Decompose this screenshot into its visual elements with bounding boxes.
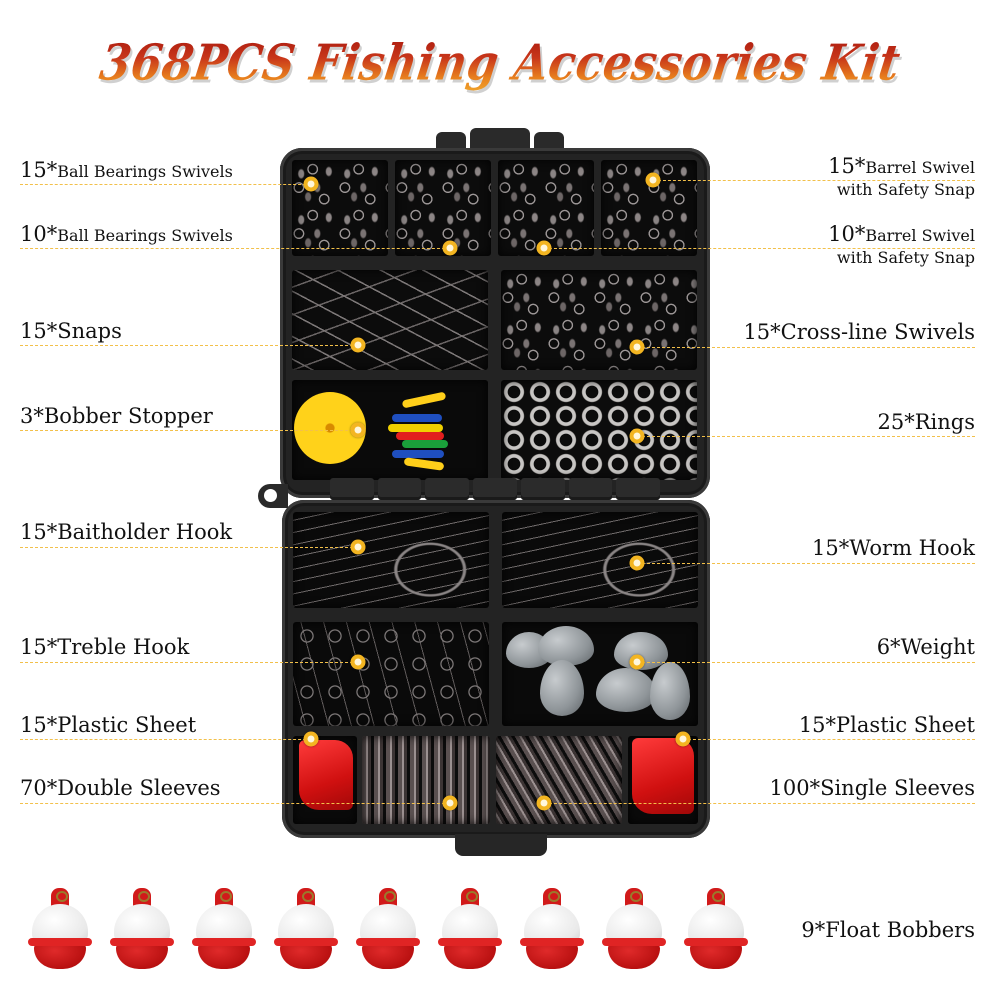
- label-treble-hook: 15*Treble Hook: [20, 635, 190, 659]
- compartment-baitholder-hooks: [293, 512, 489, 608]
- label-rings: 25*Rings: [877, 410, 975, 434]
- compartment-rings: [501, 380, 697, 480]
- compartment-barrel-swivel-snap-10: [498, 160, 594, 256]
- label-barrel-swivel-snap-10: 10*Barrel Swivel with Safety Snap: [828, 222, 975, 267]
- leader-line: [20, 803, 450, 804]
- marker-dot: [350, 654, 366, 670]
- compartment-treble-hooks: [293, 622, 489, 726]
- hanging-loop: [258, 484, 288, 508]
- leader-line: [653, 180, 975, 181]
- label-float-bobbers: 9*Float Bobbers: [801, 918, 975, 942]
- marker-dot: [629, 339, 645, 355]
- float-bobber: [678, 888, 754, 969]
- leader-line: [20, 430, 358, 431]
- compartment-cross-line-swivels: [501, 270, 697, 370]
- compartment-weights: [502, 622, 698, 726]
- label-ball-bearing-swivels-10: 10*Ball Bearings Swivels: [20, 222, 233, 246]
- leader-line: [637, 662, 975, 663]
- label-plastic-sheet-left: 15*Plastic Sheet: [20, 713, 197, 737]
- marker-dot: [442, 240, 458, 256]
- label-baitholder-hook: 15*Baitholder Hook: [20, 520, 233, 544]
- marker-dot: [350, 539, 366, 555]
- marker-dot: [536, 240, 552, 256]
- label-cross-line-swivels: 15*Cross-line Swivels: [743, 320, 975, 344]
- marker-dot: [442, 795, 458, 811]
- label-plastic-sheet-right: 15*Plastic Sheet: [798, 713, 975, 737]
- leader-line: [20, 345, 358, 346]
- leader-line: [20, 739, 311, 740]
- float-bobber: [514, 888, 590, 969]
- leader-line: [20, 184, 311, 185]
- label-snaps: 15*Snaps: [20, 319, 122, 343]
- leader-line: [683, 739, 975, 740]
- label-barrel-swivel-snap-15: 15*Barrel Swivel with Safety Snap: [828, 154, 975, 199]
- float-bobber: [22, 888, 98, 969]
- compartment-ball-bearing-swivels-10: [395, 160, 491, 256]
- compartment-single-sleeves: [496, 736, 622, 824]
- compartment-double-sleeves: [362, 736, 490, 824]
- marker-dot: [645, 172, 661, 188]
- marker-dot: [350, 337, 366, 353]
- leader-line: [20, 547, 358, 548]
- leader-line: [20, 248, 450, 249]
- compartment-ball-bearing-swivels-15: [292, 160, 388, 256]
- leader-line: [20, 662, 358, 663]
- marker-dot: [350, 422, 366, 438]
- label-double-sleeves: 70*Double Sleeves: [20, 776, 221, 800]
- leader-line: [637, 347, 975, 348]
- marker-dot: [675, 731, 691, 747]
- label-weight: 6*Weight: [876, 635, 975, 659]
- latch: [455, 834, 547, 856]
- marker-dot: [303, 731, 319, 747]
- marker-dot: [629, 428, 645, 444]
- leader-line: [544, 803, 975, 804]
- float-bobber: [104, 888, 180, 969]
- float-bobber: [596, 888, 672, 969]
- label-single-sleeves: 100*Single Sleeves: [769, 776, 975, 800]
- hinge: [330, 478, 661, 500]
- label-worm-hook: 15*Worm Hook: [812, 536, 975, 560]
- compartment-plastic-sheet-right: [628, 736, 698, 824]
- compartment-worm-hooks: [502, 512, 698, 608]
- float-bobber: [350, 888, 426, 969]
- float-bobber: [432, 888, 508, 969]
- page-title: 368PCS Fishing Accessories Kit: [0, 35, 1000, 92]
- marker-dot: [629, 555, 645, 571]
- compartment-plastic-sheet-left: [293, 736, 357, 824]
- float-bobber: [268, 888, 344, 969]
- label-ball-bearing-swivels-15: 15*Ball Bearings Swivels: [20, 158, 233, 182]
- label-bobber-stopper: 3*Bobber Stopper: [20, 404, 213, 428]
- leader-line: [637, 436, 975, 437]
- leader-line: [544, 248, 975, 249]
- marker-dot: [536, 795, 552, 811]
- marker-dot: [629, 654, 645, 670]
- float-bobber: [186, 888, 262, 969]
- compartment-snaps: [292, 270, 488, 370]
- leader-line: [637, 563, 975, 564]
- marker-dot: [303, 176, 319, 192]
